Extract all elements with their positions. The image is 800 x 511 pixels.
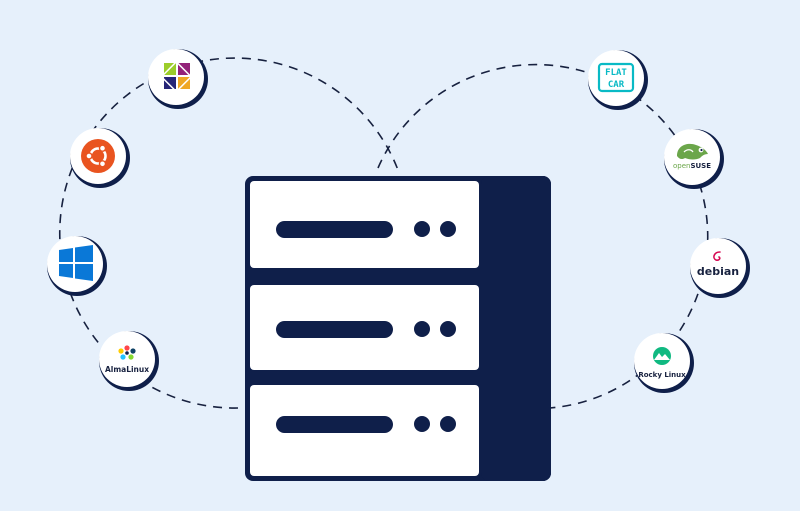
windows-logo-badge [47, 236, 107, 296]
flatcar-logo-icon: FLAT CAR [597, 62, 635, 93]
rocky-linux-logo-badge: Rocky Linux [634, 333, 694, 393]
status-led [440, 416, 456, 432]
opensuse-chameleon-icon [677, 143, 708, 160]
flatcar-logo-badge: FLAT CAR [588, 50, 648, 110]
windows-logo-icon [59, 245, 93, 281]
ubuntu-logo-badge [70, 128, 130, 188]
server-unit [250, 285, 479, 370]
almalinux-logo-badge: AlmaLinux [99, 331, 159, 391]
flatcar-wordmark-bottom: CAR [608, 80, 625, 90]
ubuntu-circle-of-friends-icon [81, 139, 115, 173]
drive-slot-bar [276, 221, 393, 238]
drive-slot-bar [276, 321, 393, 338]
status-led [414, 321, 430, 337]
server-rack-icon [245, 176, 551, 481]
centos-logo-badge [148, 49, 208, 109]
opensuse-wordmark-prefix: open [673, 162, 690, 170]
server-unit [250, 385, 479, 476]
server-unit [250, 181, 479, 268]
opensuse-logo-badge: openSUSE [664, 129, 724, 189]
rocky-linux-wordmark: Rocky Linux [638, 371, 686, 379]
flatcar-wordmark-top: FLAT [605, 68, 627, 78]
server-side-panel [481, 176, 551, 481]
opensuse-wordmark: openSUSE [673, 162, 711, 170]
debian-logo-badge: debian [690, 238, 750, 298]
opensuse-wordmark-main: SUSE [690, 162, 711, 170]
status-led [440, 321, 456, 337]
status-led [414, 221, 430, 237]
almalinux-wordmark: AlmaLinux [105, 365, 149, 374]
status-led [440, 221, 456, 237]
status-led [414, 416, 430, 432]
debian-swirl-icon [713, 251, 721, 261]
drive-slot-bar [276, 416, 393, 433]
almalinux-logo-icon [118, 345, 136, 360]
debian-wordmark: debian [697, 265, 739, 278]
centos-pinwheel-icon [160, 60, 193, 93]
rocky-linux-logo-icon [653, 347, 671, 365]
